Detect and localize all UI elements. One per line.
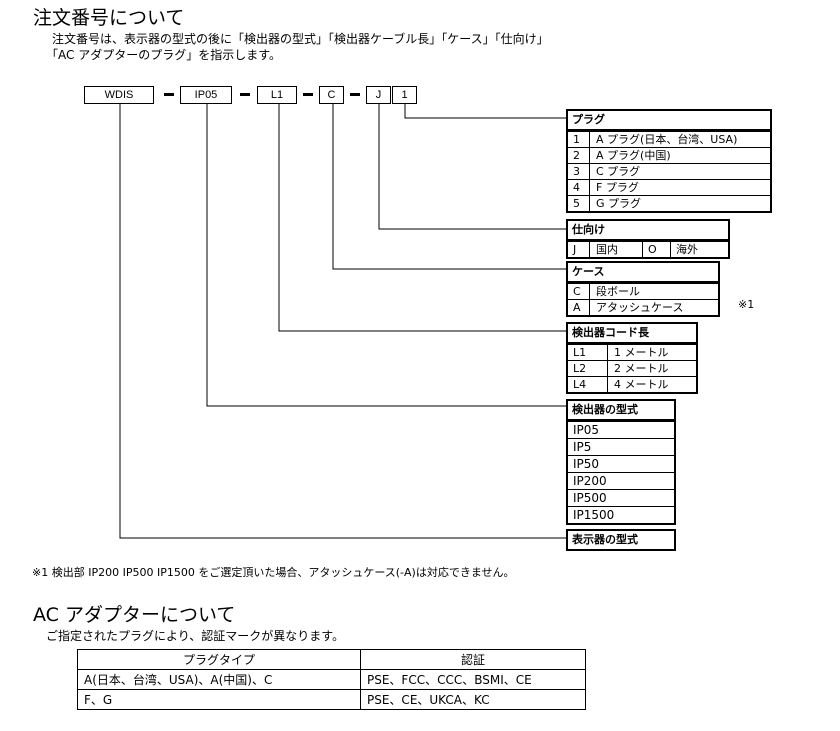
segment-detector: IP05 <box>180 86 232 104</box>
plug-table-title: プラグ <box>568 111 770 131</box>
table-row: IP500 <box>568 489 674 506</box>
table-row: F、G PSE、CE、UKCA、KC <box>77 689 586 710</box>
table-row: IP1500 <box>568 506 674 523</box>
line-detector <box>206 104 567 407</box>
adapter-title: AC アダプターについて <box>33 604 236 626</box>
header-certification: 認証 <box>360 649 586 670</box>
destination-table-title: 仕向け <box>568 221 728 241</box>
destination-table: 仕向け J 国内 O 海外 <box>566 219 730 259</box>
display-model-title: 表示器の型式 <box>572 533 638 546</box>
detector-table-title: 検出器の型式 <box>568 401 674 421</box>
line-case <box>332 104 567 270</box>
display-model-box: 表示器の型式 <box>566 529 676 551</box>
order-description-line2: 「AC アダプターのプラグ」を指示します。 <box>46 48 281 62</box>
table-header-row: プラグタイプ 認証 <box>77 649 586 670</box>
certification-table: プラグタイプ 認証 A(日本、台湾、USA)、A(中国)、C PSE、FCC、C… <box>77 649 586 710</box>
order-description-line1: 注文番号は、表示器の型式の後に「検出器の型式」「検出器ケーブル長」「ケース」「仕… <box>52 32 549 46</box>
table-row: IP50 <box>568 455 674 472</box>
segment-cable: L1 <box>257 86 297 104</box>
line-cable <box>278 104 567 332</box>
header-plug-type: プラグタイプ <box>77 649 361 670</box>
line-plug <box>404 104 567 119</box>
order-number-title: 注文番号について <box>33 7 185 29</box>
segment-dash <box>350 93 360 96</box>
table-row: IP5 <box>568 438 674 455</box>
segment-case: C <box>319 86 344 104</box>
case-table-title: ケース <box>568 263 718 283</box>
adapter-description: ご指定されたプラグにより、認証マークが異なります。 <box>46 629 345 643</box>
cell-certification: PSE、CE、UKCA、KC <box>360 689 586 710</box>
case-note-mark: ※1 <box>738 298 755 311</box>
detector-table: 検出器の型式 IP05 IP5 IP50 IP200 IP500 IP1500 <box>566 399 676 525</box>
cell-plug-type: F、G <box>77 689 361 710</box>
segment-display: WDIS <box>84 86 154 104</box>
table-row: IP200 <box>568 472 674 489</box>
line-display <box>119 104 567 539</box>
segment-dash <box>164 93 174 96</box>
segment-plug: 1 <box>392 86 417 104</box>
segment-destination: J <box>366 86 391 104</box>
table-row: J 国内 O 海外 <box>568 241 728 257</box>
footnote: ※1 検出部 IP200 IP500 IP1500 をご選定頂いた場合、アタッシ… <box>32 566 515 579</box>
table-row: IP05 <box>568 421 674 438</box>
cable-table-title: 検出器コード長 <box>568 324 696 344</box>
segment-dash <box>303 93 313 96</box>
cell-certification: PSE、FCC、CCC、BSMI、CE <box>360 669 586 690</box>
table-row: A(日本、台湾、USA)、A(中国)、C PSE、FCC、CCC、BSMI、CE <box>77 669 586 690</box>
line-destination <box>378 104 567 230</box>
cell-plug-type: A(日本、台湾、USA)、A(中国)、C <box>77 669 361 690</box>
segment-dash <box>240 93 250 96</box>
